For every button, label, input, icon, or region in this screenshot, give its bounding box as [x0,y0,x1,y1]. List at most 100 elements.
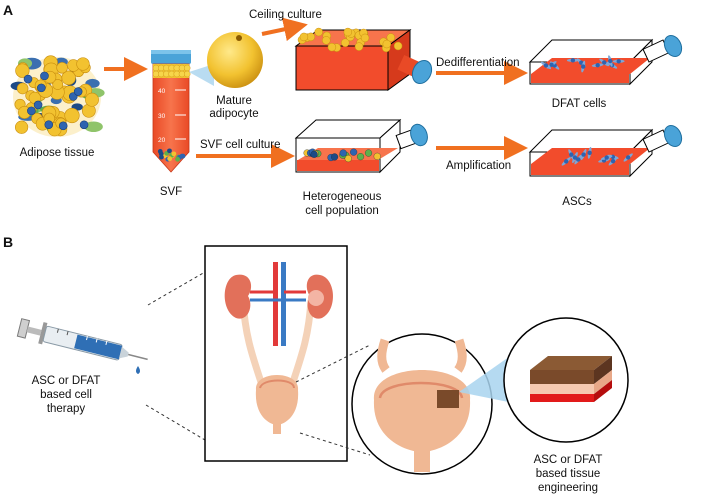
heterogeneous-cell [364,149,373,157]
floating-adipocyte [354,42,364,51]
arrow-ceiling-culture [261,17,308,42]
label-cell-therapy-2: based cell [40,389,92,401]
floating-adipocyte [393,41,403,51]
svf-pellet-cell [167,148,172,154]
stromal-cell [27,106,36,116]
svf-tube: 40 30 20 [151,50,191,173]
stromal-cell [33,100,43,110]
cell-nucleus [616,59,621,64]
dashed-connector-zoom-top [295,344,371,383]
label-ascs: ASCs [562,196,592,208]
label-tissue-engineering-1: ASC or DFAT [533,454,603,466]
svf-pellet-cell [171,151,177,157]
tube-scale-20: 20 [158,137,166,144]
floating-adipocyte [343,27,353,37]
tube-scale-40: 40 [158,88,166,95]
heterogeneous-cell [344,154,352,163]
cell-nucleus [564,159,569,164]
cell-nucleus [625,155,631,160]
dashed-connector-bottom [145,404,206,441]
label-dfat-cells: DFAT cells [551,98,607,110]
label-adipose-tissue: Adipose tissue [19,147,95,159]
floating-adipocyte [299,32,309,42]
dashed-connector-zoom-bottom [299,432,371,456]
floating-adipocyte [360,33,370,43]
label-ceiling-culture: Ceiling culture [249,9,322,21]
stromal-cell [44,120,54,129]
engineered-tissue-layers [530,356,612,402]
adipocyte-cell [15,120,29,134]
cell-nucleus [549,62,554,67]
panel-letter-a: A [3,2,14,18]
adipocyte-cell [15,63,30,78]
label-mature-adipocyte-1: Mature [216,95,252,107]
cell-nucleus [595,62,600,68]
asc-flask [528,124,683,178]
tube-fat-cell [183,70,191,78]
cell-nucleus [572,155,578,160]
floating-adipocyte [314,27,323,37]
cell-nucleus [570,58,576,63]
stromal-cell [79,120,89,130]
cell-nucleus [581,64,586,69]
label-cell-therapy-1: ASC or DFAT [31,375,101,387]
label-amplification: Amplification [446,160,512,172]
adipocyte-cell [52,79,64,90]
cell-nucleus [581,152,586,157]
floating-adipocyte [386,33,396,42]
adipocyte-cell [76,57,90,71]
stromal-cell [37,83,46,93]
syringe-illustration [16,318,148,361]
cell-nucleus [576,157,581,162]
heterogeneous-cell [331,153,339,161]
cell-nucleus [602,60,607,65]
label-heterogeneous-1: Heterogeneous [302,191,382,203]
mature-adipocyte [207,32,263,88]
cell-nucleus [608,58,613,64]
stromal-cell [23,74,33,84]
heterogeneous-cell [350,148,358,156]
label-svf: SVF [159,186,183,198]
svf-pellet-cell [175,156,181,162]
cell-drop [136,366,140,374]
adipocyte-cell [56,62,68,74]
stromal-cell [58,121,68,131]
dashed-connector-top [147,271,206,306]
heterogeneous-cell [373,152,381,160]
stromal-cell [40,71,49,81]
heterogeneous-cell [339,149,347,157]
cell-nucleus [610,158,616,164]
adipose-stroma-cell [84,121,103,132]
svf-pellet-cell [157,149,163,154]
urinary-system-illustration [224,262,334,434]
adipocyte-cell [16,82,29,95]
floating-adipocyte [382,39,392,49]
tissue-callout [459,352,518,404]
floating-adipocyte [340,38,350,47]
label-dedifferentiation: Dedifferentiation [436,57,520,69]
cell-nucleus [587,150,592,156]
tube-fat-cell [183,64,191,72]
label-tissue-engineering-2: based tissue [535,468,601,480]
svf-pellet-cell [167,156,173,162]
svf-culture-flask [294,118,428,174]
label-tissue-engineering-3: engineering [537,482,599,494]
cell-nucleus [569,152,574,157]
label-mature-adipocyte-2: adipocyte [209,108,259,120]
heterogeneous-cell [356,153,365,161]
adipose-tissue-illustration [10,55,105,137]
label-heterogeneous-2: cell population [305,205,379,217]
label-cell-therapy-3: therapy [46,403,86,415]
stromal-cell [73,87,83,96]
ceiling-culture-flask [294,27,433,91]
dfat-flask [528,34,683,86]
cell-nucleus [579,60,584,65]
label-svf-cell-culture: SVF cell culture [200,139,281,151]
panel-letter-b: B [3,234,14,250]
bladder-zoom-illustration [373,338,471,472]
cell-nucleus [543,63,549,68]
floating-adipocyte [327,42,337,52]
heterogeneous-cell [310,150,318,158]
cell-nucleus [604,155,609,160]
